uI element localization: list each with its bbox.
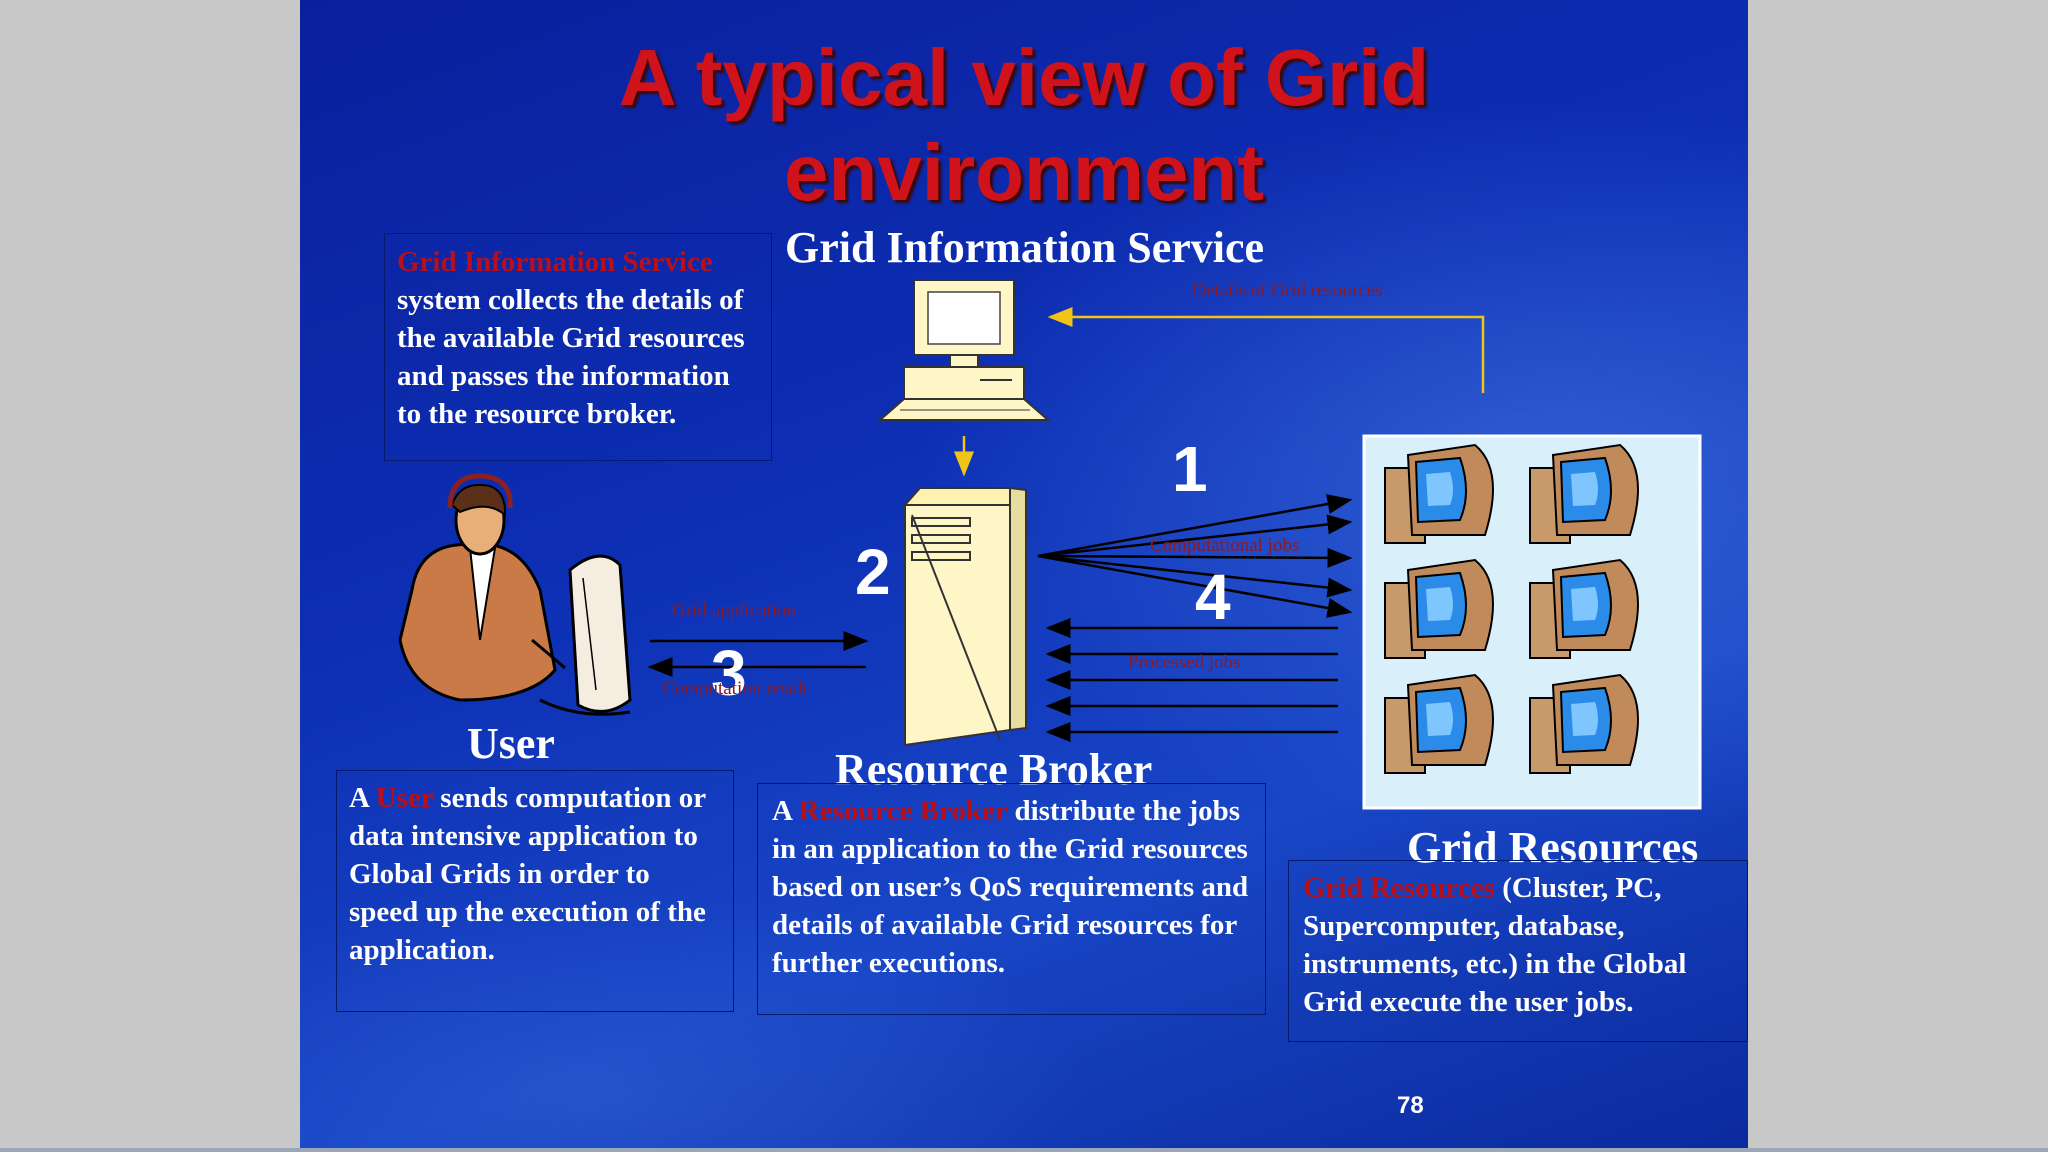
diagram-graphics <box>398 279 1702 810</box>
computational-jobs-arrows <box>1037 494 1353 618</box>
user-description-text: sends computation or data intensive appl… <box>349 782 706 966</box>
step-4-number: 4 <box>1195 561 1231 633</box>
user-at-computer-icon <box>398 473 632 716</box>
bottom-divider <box>0 1148 2048 1152</box>
pc-cluster-icon <box>1362 434 1702 810</box>
pc-icon <box>1384 443 1494 544</box>
step-3-number: 3 <box>711 637 747 709</box>
user-highlight: User <box>375 782 434 814</box>
user-prefix: A <box>349 782 376 814</box>
gis-highlight: Grid Information Service <box>397 246 713 278</box>
computational-jobs-label: Computational jobs <box>1150 535 1300 556</box>
page-number: 78 <box>1397 1092 1424 1119</box>
processed-jobs-arrows <box>1045 618 1338 742</box>
server-tower-icon <box>902 486 1027 747</box>
user-description-box: A User sends computation or data intensi… <box>336 770 734 1012</box>
broker-description-box: A Resource Broker distribute the jobs in… <box>757 783 1266 1015</box>
details-arrow <box>1047 307 1485 393</box>
slide-title-line1: A typical view of Grid <box>618 33 1430 122</box>
processed-jobs-label: Processed jobs <box>1128 652 1241 673</box>
computation-result-label: Computation result <box>662 678 809 699</box>
grid-application-label: Grid application <box>672 600 796 621</box>
broker-prefix: A <box>772 795 799 827</box>
broker-description-text: distribute the jobs in an application to… <box>772 795 1249 979</box>
step-1-number: 1 <box>1172 433 1208 505</box>
resources-description-box: Grid Resources (Cluster, PC, Supercomput… <box>1288 860 1748 1042</box>
details-label: Details of Grid resources <box>1192 280 1383 301</box>
resources-description-text: (Cluster, PC, Supercomputer, database, i… <box>1303 872 1687 1018</box>
step-2-number: 2 <box>855 536 891 608</box>
broker-highlight: Resource Broker <box>798 795 1008 827</box>
resources-label: Grid Resources <box>1407 823 1699 872</box>
desktop-computer-icon <box>877 279 1051 421</box>
slide-title-line2: environment <box>783 128 1265 217</box>
gis-label: Grid Information Service <box>785 223 1265 272</box>
gis-description-box: Grid Information Service system collects… <box>384 233 772 461</box>
broker-label: Resource Broker <box>835 745 1153 794</box>
user-label: User <box>467 719 555 768</box>
gis-description-text: system collects the details of the avail… <box>397 284 745 430</box>
slide: A typical view of Grid environment <box>300 0 1748 1148</box>
resources-highlight: Grid Resources <box>1303 872 1495 904</box>
